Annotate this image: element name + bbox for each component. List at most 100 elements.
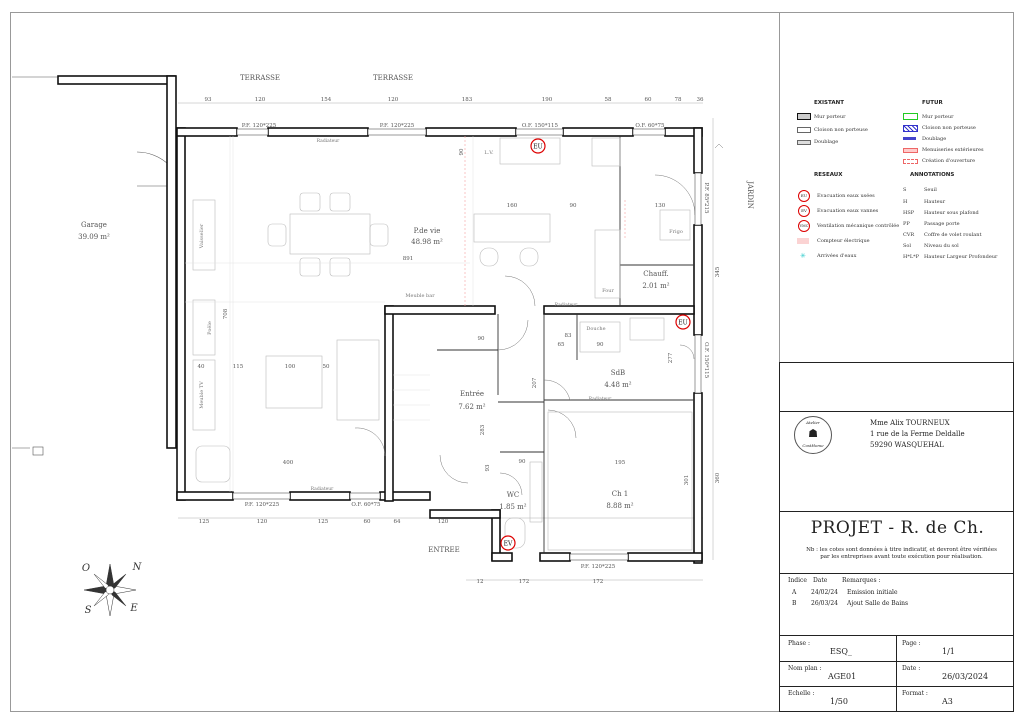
room-sdb-area: 4.48 m² <box>604 381 631 389</box>
legend-futur-1: Cloison non porteuse <box>922 125 976 131</box>
phase-label: Phase : <box>788 640 811 647</box>
compass-o: O <box>82 563 90 574</box>
title-block: Atelier CostHome ☗ Mme Alix TOURNEUX 1 r… <box>779 362 1014 712</box>
legend-reseaux-1: Evacuation eaux vannes <box>817 208 879 214</box>
legend-reseaux-2: Ventilation mécanique contrôlée <box>817 223 900 229</box>
room-garage-name: Garage <box>81 221 107 229</box>
inner-dim-20: 301 <box>684 475 690 486</box>
legend-futur-title: FUTUR <box>922 100 943 106</box>
annot-label-6: Hauteur Largeur Profondeur <box>924 254 998 260</box>
partitions <box>437 136 694 553</box>
legend-futur-4: Création d'ouverture <box>922 158 976 164</box>
dim-top-6: 58 <box>605 97 612 103</box>
legend-existant-1: Cloison non porteuse <box>814 127 868 133</box>
swatch-menuiseries-futur <box>903 148 918 153</box>
furniture-meuble-tv: Meuble TV <box>199 381 205 409</box>
dim-top-1: 120 <box>255 97 266 103</box>
opening-pf2: P.F. 120*225 <box>380 123 415 129</box>
legend-eu-icon: EU <box>798 190 810 202</box>
inner-dim-17: 207 <box>532 377 538 388</box>
furniture-four: Four <box>602 288 614 294</box>
client-name: Mme Alix TOURNEUX <box>870 419 950 427</box>
annot-label-3: Passage porte <box>924 221 960 227</box>
furniture-lv: L.V. <box>484 150 494 156</box>
furniture-vaisselier: Vaisselier <box>199 223 205 249</box>
legend-annotations-title: ANNOTATIONS <box>910 172 955 178</box>
room-wc-area: 1.85 m² <box>499 503 526 511</box>
inner-dim-0: 891 <box>403 256 414 262</box>
scale-value: 1/50 <box>830 697 848 706</box>
inner-dim-7: 50 <box>323 364 330 370</box>
inner-dim-6: 100 <box>285 364 296 370</box>
radiateur-label-4: Radiateur <box>589 396 613 402</box>
radiateur-label-1: Radiateur <box>317 138 341 144</box>
rev-header-remarks: Remarques : <box>842 577 881 584</box>
opening-pf1: P.F. 120*225 <box>242 123 277 129</box>
dim-bottom-5: 120 <box>438 519 449 525</box>
inner-dim-16: 277 <box>668 352 674 363</box>
swatch-ouverture-futur <box>903 159 918 164</box>
swatch-doublage-futur <box>903 137 916 140</box>
legend-ev-icon: EV <box>798 205 810 217</box>
eu-symbol-sdb: EU <box>675 314 691 330</box>
terrace-label-2: TERRASSE <box>373 74 413 82</box>
inner-dim-11: 283 <box>480 424 486 435</box>
dim-bottom-2: 125 <box>318 519 329 525</box>
ev-symbol-wc: EV <box>500 535 516 551</box>
load-bearing-walls <box>57 75 703 564</box>
legend-compteur-icon <box>797 238 809 244</box>
inner-dim-1: 160 <box>507 203 518 209</box>
dim-bottom-4: 64 <box>394 519 401 525</box>
dim-top-5: 190 <box>542 97 553 103</box>
legend-existant-0: Mur porteur <box>814 114 846 120</box>
legend-futur-3: Menuiseries extérieures <box>922 147 984 153</box>
inner-dim-19: 195 <box>615 460 626 466</box>
legend-existant-title: EXISTANT <box>814 100 844 106</box>
room-garage-area: 39.09 m² <box>78 233 110 241</box>
legend-arrivee-eau-icon: ✳ <box>800 252 806 260</box>
rev-b-remark: Ajout Salle de Bains <box>847 600 909 607</box>
scale-label: Echelle : <box>788 690 815 697</box>
legend-vmc-icon: VMC <box>798 220 810 232</box>
inner-dim-10: 708 <box>223 308 229 319</box>
opening-of-right: O.F. 150*115 <box>703 342 709 379</box>
dim-bottom-6: 12 <box>477 579 484 585</box>
svg-text:EV: EV <box>504 541 513 548</box>
dim-bottom-1: 120 <box>257 519 268 525</box>
opening-pf-right: P.F. 85*215 <box>703 182 709 214</box>
legend-futur-0: Mur porteur <box>922 114 954 120</box>
svg-text:EU: EU <box>533 144 542 151</box>
inner-dim-23: 90 <box>459 148 465 155</box>
inner-dim-15: 90 <box>597 342 604 348</box>
opening-of-bottom: O.F. 60*75 <box>351 502 381 508</box>
swatch-cloison-futur <box>903 125 918 132</box>
annot-label-2: Hauteur sous plafond <box>924 210 979 216</box>
room-chauff-name: Chauff. <box>643 270 669 278</box>
annot-abbr-2: HSP <box>903 210 915 216</box>
room-ch1-area: 8.88 m² <box>606 502 633 510</box>
room-entree-name: Entrée <box>460 390 484 398</box>
room-chauff-area: 2.01 m² <box>642 282 669 290</box>
opening-pf-bottom1: P.F. 120*225 <box>245 502 280 508</box>
inner-dim-2: 90 <box>570 203 577 209</box>
room-sdb-name: SdB <box>611 369 625 377</box>
inner-dim-9: 40 <box>198 364 205 370</box>
room-ch1-name: Ch 1 <box>612 490 629 498</box>
dim-bottom-3: 60 <box>364 519 371 525</box>
dim-bottom-7: 172 <box>519 579 530 585</box>
swatch-cloison-existant <box>797 127 811 133</box>
verification-note: Nb : les cotes sont données à titre indi… <box>806 547 997 560</box>
page-label: Page : <box>902 640 921 647</box>
door-swings <box>354 143 724 496</box>
annot-abbr-0: S <box>903 187 907 193</box>
annot-abbr-3: PP <box>903 221 910 227</box>
dim-top-0: 93 <box>205 97 212 103</box>
inner-dim-5: 115 <box>233 364 244 370</box>
rev-a-remark: Emission initiale <box>847 589 898 596</box>
opening-pf-bottom2: P.F. 120*225 <box>581 564 616 570</box>
room-entree-area: 7.62 m² <box>458 403 485 411</box>
dim-bottom-8: 172 <box>593 579 604 585</box>
radiateur-label-2: Radiateur <box>311 486 335 492</box>
compass-n: N <box>132 562 143 573</box>
legend-reseaux-0: Evacuation eaux usées <box>817 193 875 199</box>
